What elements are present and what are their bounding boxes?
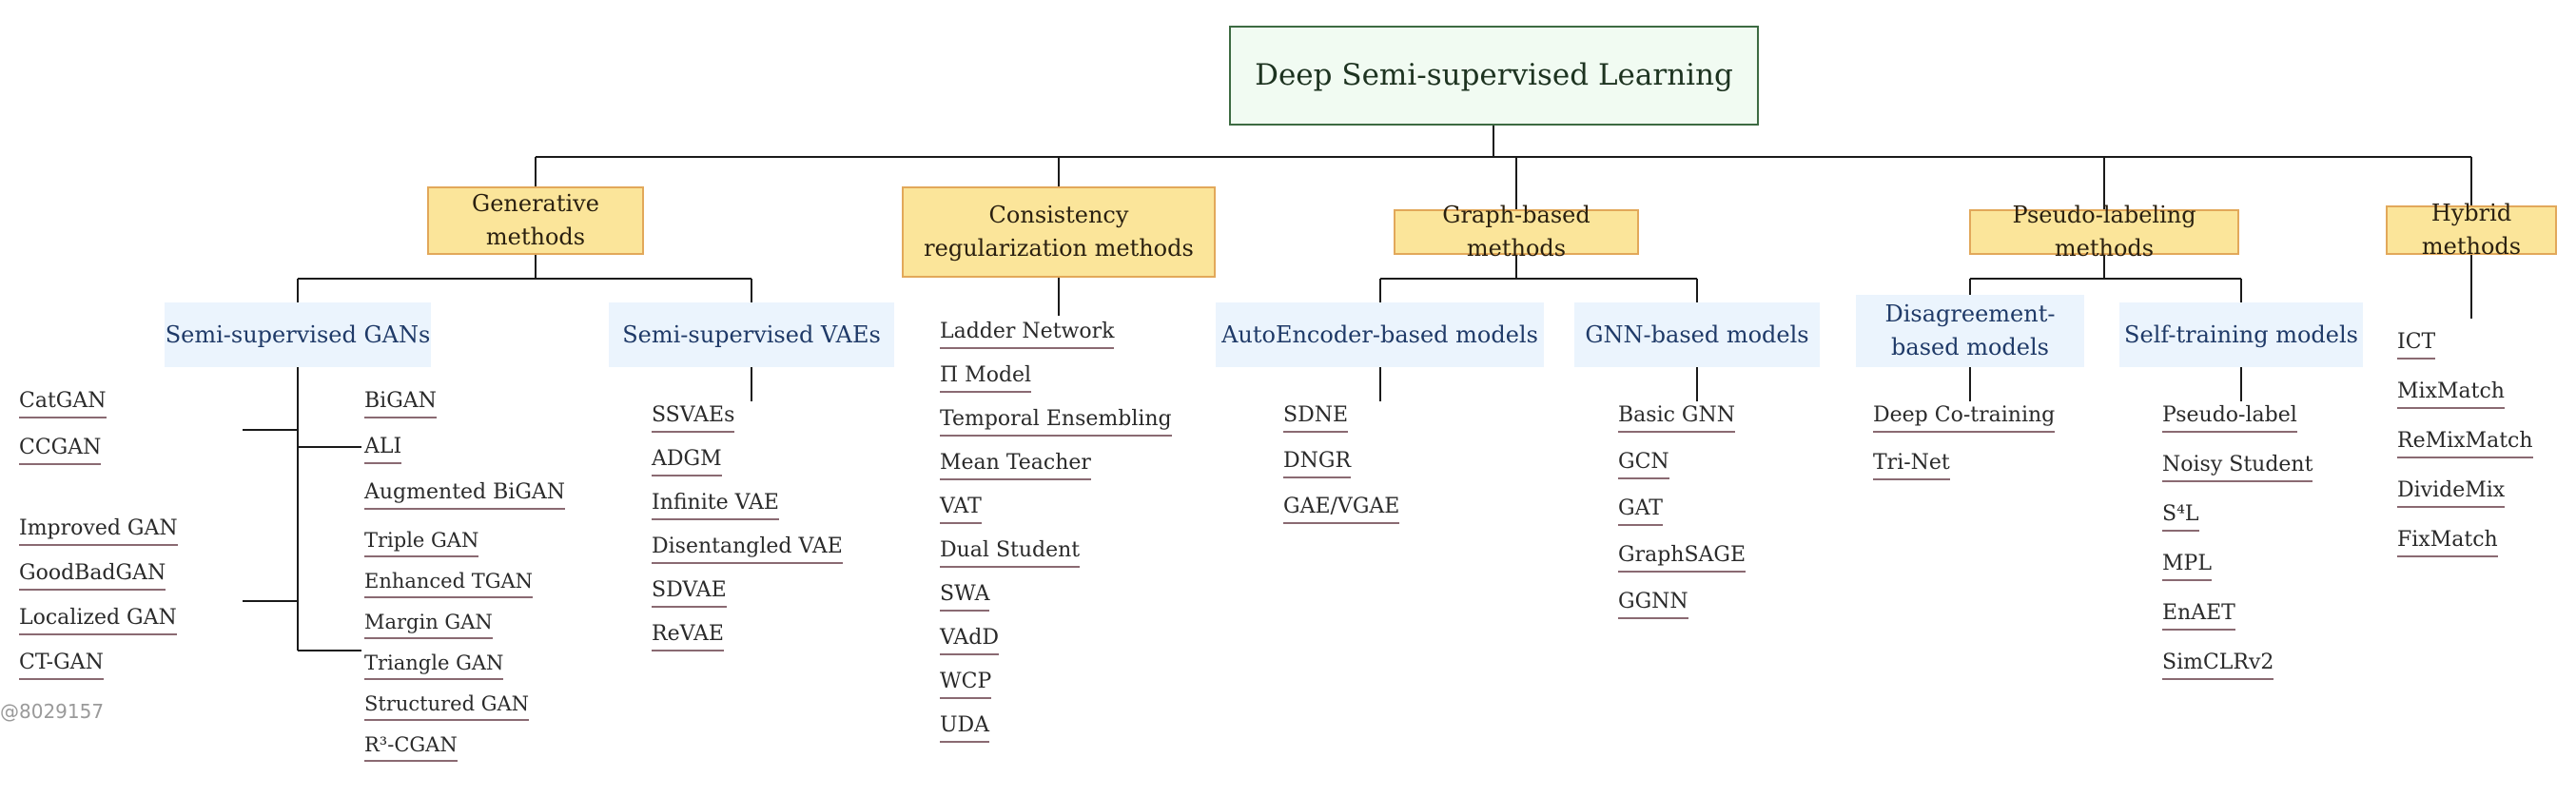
leaf-consistency: Ladder Network <box>940 320 1115 350</box>
leaf-consistency: VAdD <box>940 626 1000 656</box>
category-graph-based-methods: Graph-based methods <box>1394 202 1639 262</box>
leaf-vae: ReVAE <box>652 622 724 652</box>
leaf-self-training: Noisy Student <box>2162 453 2313 483</box>
leaf-self-training: MPL <box>2162 552 2212 582</box>
leaf-gan-right: Triangle GAN <box>364 651 504 681</box>
sub-gnn-based-models: GNN-based models <box>1574 302 1820 367</box>
leaf-vae: Disentangled VAE <box>652 535 843 565</box>
leaf-gnn: GraphSAGE <box>1618 543 1747 573</box>
category-hybrid-methods: Hybrid methods <box>2386 200 2557 260</box>
leaf-gan-right: Enhanced TGAN <box>364 570 534 599</box>
leaf-vae: SDVAE <box>652 578 727 609</box>
sub-semi-supervised-gans: Semi-supervised GANs <box>165 302 431 367</box>
leaf-self-training: SimCLRv2 <box>2162 651 2274 681</box>
leaf-gan-right: R³-CGAN <box>364 733 458 763</box>
leaf-consistency: Mean Teacher <box>940 451 1091 481</box>
category-generative-methods: Generative methods <box>427 186 644 255</box>
leaf-self-training: EnAET <box>2162 601 2235 632</box>
sub-disagreement-based-models: Disagreement-based models <box>1856 295 2084 367</box>
leaf-gan-right: Margin GAN <box>364 611 493 640</box>
leaf-hybrid: ICT <box>2397 330 2436 360</box>
category-pseudo-labeling-methods: Pseudo-labeling methods <box>1969 202 2239 262</box>
leaf-consistency: Dual Student <box>940 538 1081 569</box>
leaf-consistency: Temporal Ensembling <box>940 407 1172 437</box>
leaf-gan-left: CatGAN <box>19 389 107 419</box>
leaf-autoencoder: GAE/VGAE <box>1283 495 1400 525</box>
leaf-gan-left: CCGAN <box>19 436 102 466</box>
leaf-gan-left: GoodBadGAN <box>19 561 166 592</box>
leaf-gan-left: CT-GAN <box>19 651 104 681</box>
leaf-gan-left: Improved GAN <box>19 516 178 547</box>
leaf-vae: SSVAEs <box>652 403 735 434</box>
leaf-gnn: GGNN <box>1618 590 1688 620</box>
leaf-gan-right: Structured GAN <box>364 692 530 722</box>
watermark: @8029157 <box>0 700 105 723</box>
leaf-consistency: WCP <box>940 670 992 700</box>
leaf-disagreement: Tri-Net <box>1873 451 1950 481</box>
leaf-vae: ADGM <box>652 447 722 477</box>
leaf-gan-right: BiGAN <box>364 389 437 419</box>
category-consistency-regularization: Consistency regularization methods <box>902 186 1216 278</box>
leaf-autoencoder: DNGR <box>1283 449 1352 479</box>
root-node: Deep Semi-supervised Learning <box>1229 26 1759 126</box>
leaf-gnn: GAT <box>1618 496 1663 527</box>
leaf-autoencoder: SDNE <box>1283 403 1349 434</box>
leaf-hybrid: MixMatch <box>2397 379 2505 410</box>
leaf-consistency: UDA <box>940 713 990 744</box>
leaf-gan-left: Localized GAN <box>19 606 177 636</box>
sub-autoencoder-based-models: AutoEncoder-based models <box>1216 302 1544 367</box>
leaf-gan-right: Augmented BiGAN <box>364 480 566 511</box>
leaf-vae: Infinite VAE <box>652 491 779 521</box>
leaf-gnn: GCN <box>1618 450 1669 480</box>
sub-self-training-models: Self-training models <box>2119 302 2363 367</box>
leaf-consistency: Π Model <box>940 363 1032 394</box>
leaf-gnn: Basic GNN <box>1618 403 1735 434</box>
leaf-consistency: VAT <box>940 495 982 525</box>
leaf-consistency: SWA <box>940 582 990 612</box>
leaf-self-training: Pseudo-label <box>2162 403 2297 434</box>
leaf-disagreement: Deep Co-training <box>1873 403 2056 434</box>
leaf-self-training: S⁴L <box>2162 502 2199 533</box>
sub-semi-supervised-vaes: Semi-supervised VAEs <box>609 302 894 367</box>
leaf-hybrid: ReMixMatch <box>2397 429 2533 459</box>
leaf-hybrid: DivideMix <box>2397 478 2506 509</box>
leaf-gan-right: Triple GAN <box>364 529 479 558</box>
leaf-gan-right: ALI <box>364 435 402 465</box>
leaf-hybrid: FixMatch <box>2397 528 2498 558</box>
